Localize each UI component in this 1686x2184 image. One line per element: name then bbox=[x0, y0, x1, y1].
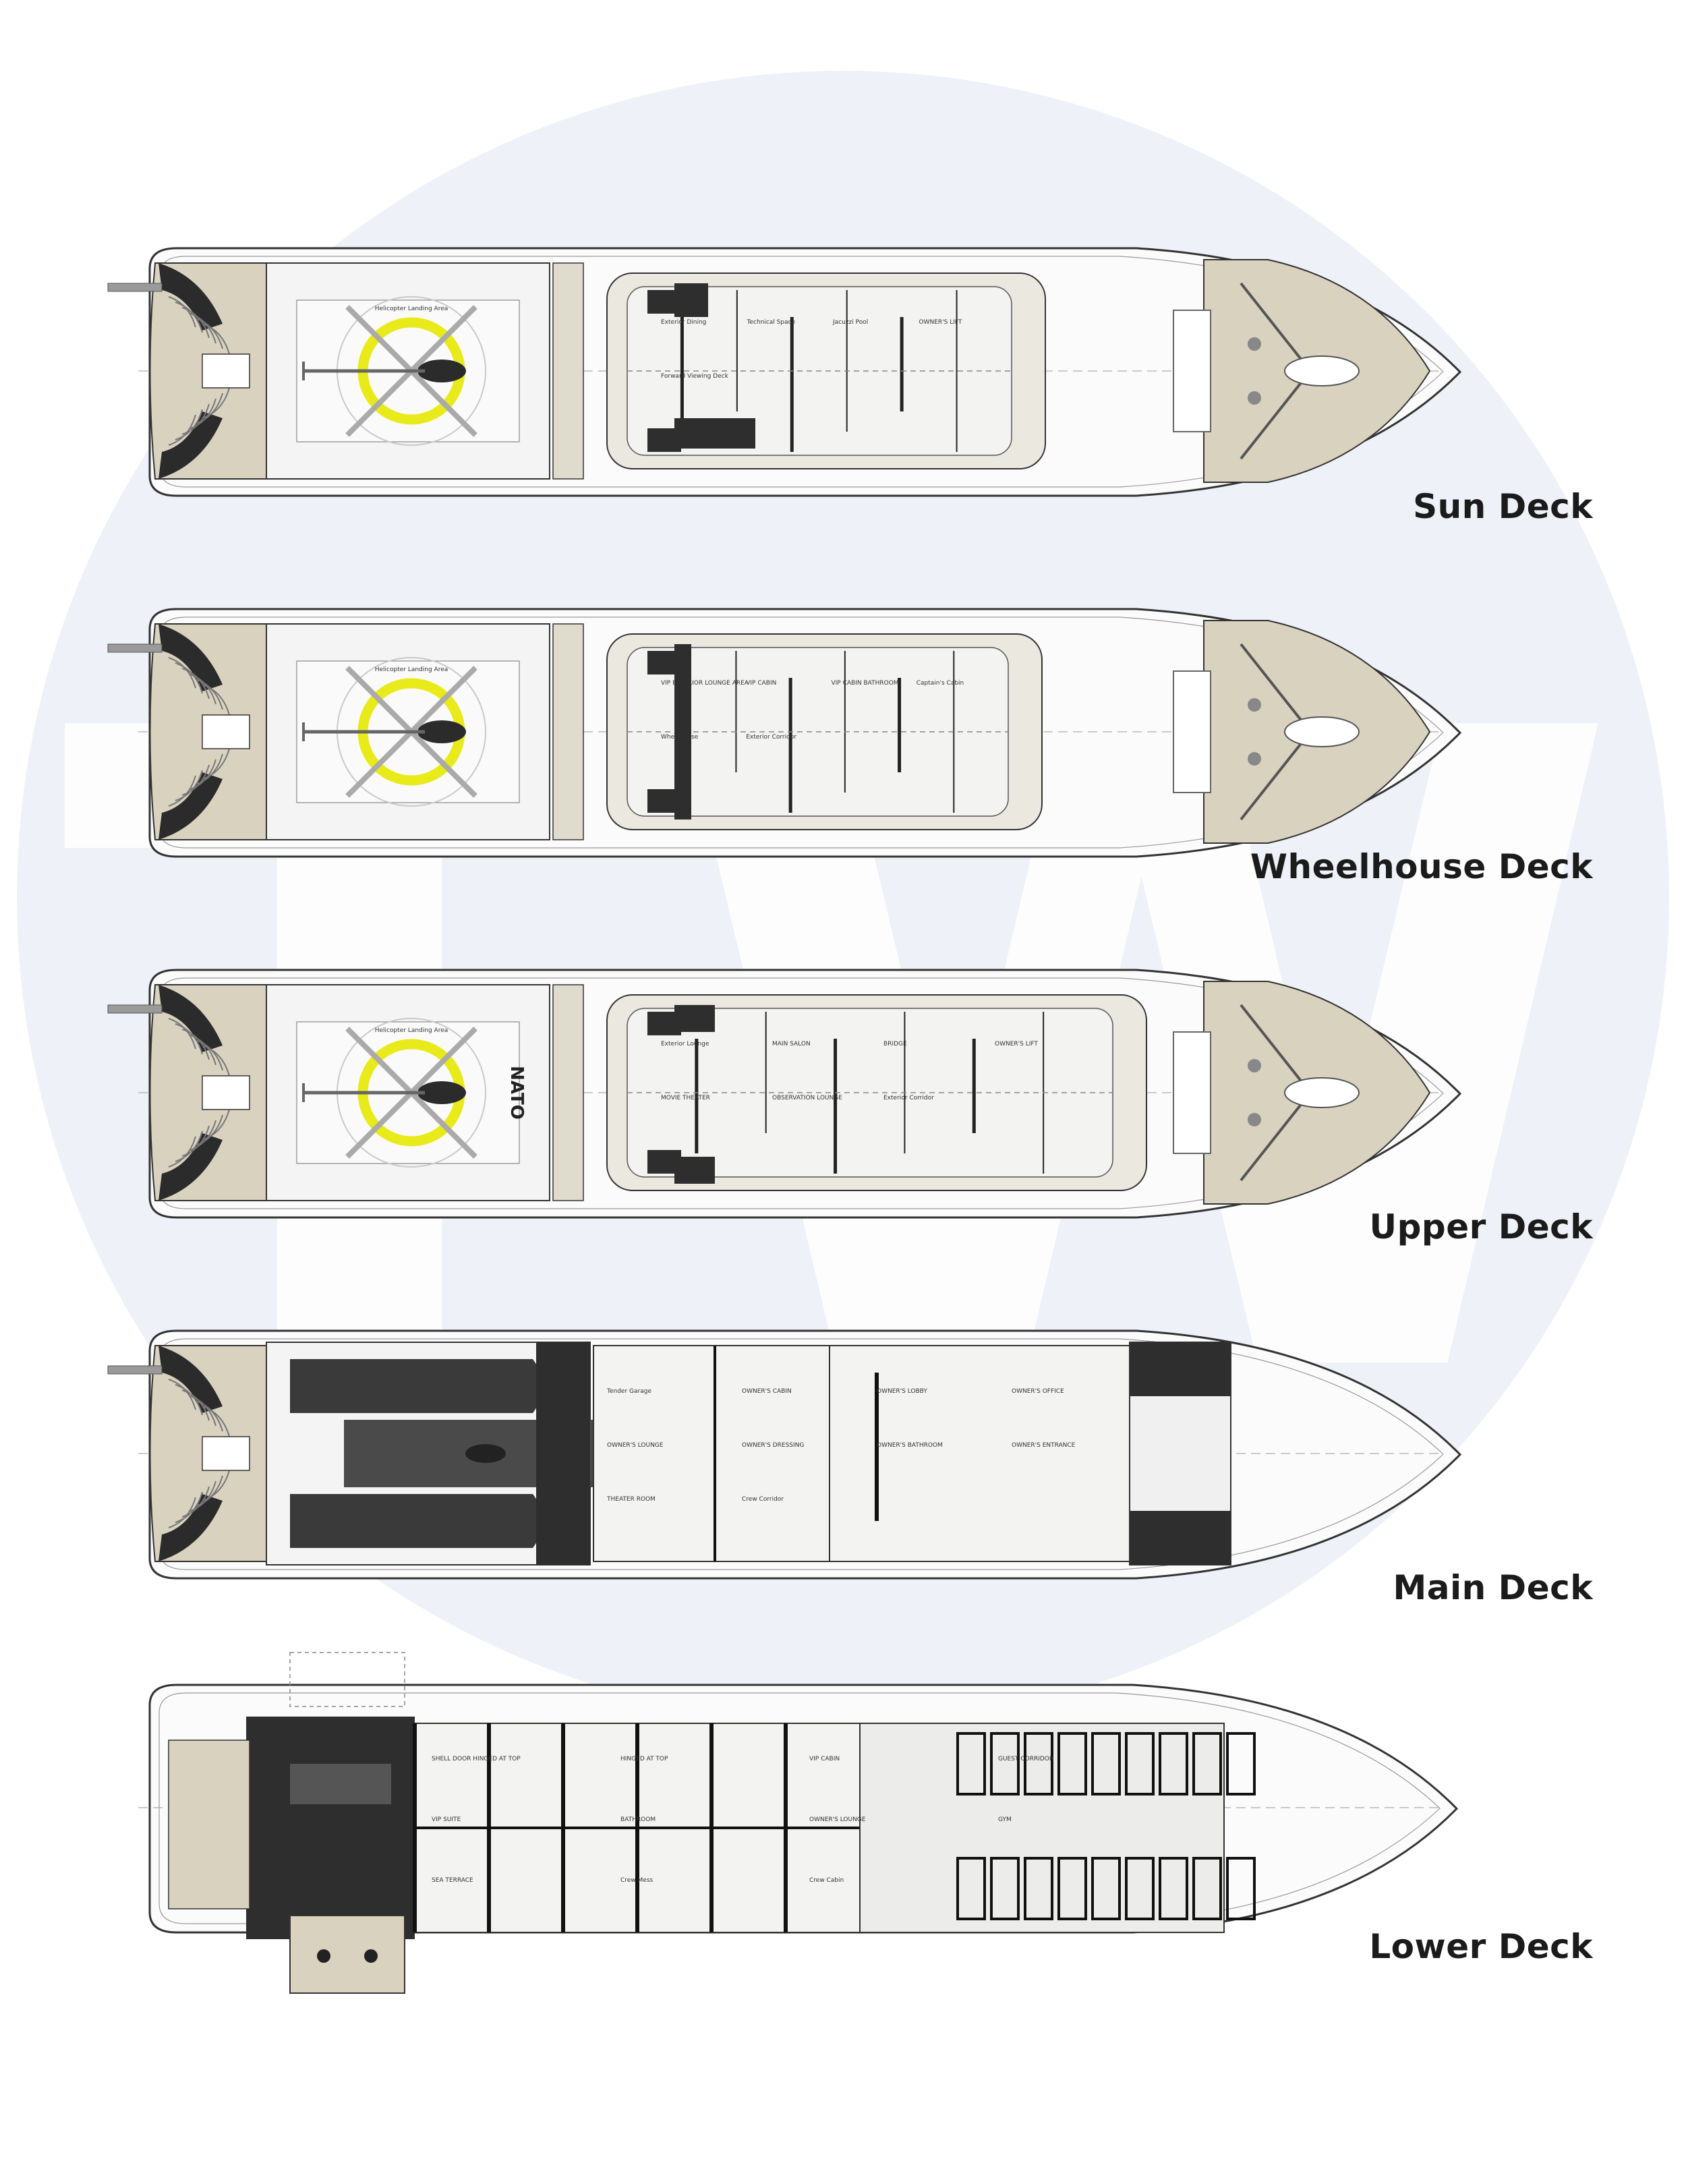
hull-inner-line bbox=[158, 977, 1444, 1209]
deck-main: Tender Garage OWNER'S CABIN OWNER'S LOBBY O… bbox=[0, 1292, 1686, 1651]
room-label: Helicopter Landing Area bbox=[375, 306, 448, 312]
room-label: Technical Space bbox=[747, 319, 796, 326]
stern-stair-dark bbox=[158, 772, 223, 840]
hull-inner-line bbox=[158, 616, 1444, 849]
room-label: OWNER'S LIFT bbox=[995, 1041, 1038, 1047]
room-label: OWNER'S OFFICE bbox=[1012, 1388, 1064, 1395]
deck-label-upper: Upper Deck bbox=[1369, 1207, 1593, 1246]
room-label: OWNER'S LOUNGE bbox=[607, 1442, 664, 1449]
stern-stair-dark bbox=[158, 411, 223, 479]
room-label: Helicopter Landing Area bbox=[375, 666, 448, 673]
helicopter-icon bbox=[417, 1081, 466, 1104]
room-label: OWNER'S LOBBY bbox=[877, 1388, 927, 1395]
room-label: GUEST CORRIDOR bbox=[998, 1756, 1053, 1762]
crew-area bbox=[859, 1723, 1225, 1933]
stern-stair-dark bbox=[158, 1133, 223, 1201]
deck-label-lower: Lower Deck bbox=[1369, 1927, 1593, 1966]
room-label: THEATER ROOM bbox=[606, 1496, 656, 1503]
deck-label-wheelhouse: Wheelhouse Deck bbox=[1250, 847, 1593, 886]
room-label: MOVIE THEATER bbox=[661, 1095, 710, 1101]
room-label: Tender Garage bbox=[606, 1388, 651, 1395]
room-label: Crew Mess bbox=[620, 1877, 653, 1884]
stern-stair-dark bbox=[158, 1346, 223, 1413]
tender-boat bbox=[290, 1494, 543, 1548]
room-label: Crew Corridor bbox=[742, 1496, 784, 1503]
room-label: OWNER'S CABIN bbox=[742, 1388, 792, 1395]
deck-label-main: Main Deck bbox=[1393, 1568, 1593, 1607]
room-label: VIP SUITE bbox=[432, 1816, 461, 1823]
helipad-marking: NATO bbox=[506, 1066, 527, 1120]
room-label: Forward Viewing Deck bbox=[661, 373, 729, 380]
room-label: GYM bbox=[998, 1816, 1012, 1823]
helicopter-icon bbox=[417, 720, 466, 743]
deck-label-sun: Sun Deck bbox=[1413, 487, 1593, 526]
room-label: OWNER'S BATHROOM bbox=[877, 1442, 943, 1449]
stern-stair-dark bbox=[158, 263, 223, 331]
room-label: HINGED AT TOP bbox=[620, 1756, 668, 1762]
room-label: OBSERVATION LOUNGE bbox=[772, 1095, 842, 1101]
owners-suite bbox=[593, 1345, 830, 1562]
room-label: BRIDGE bbox=[883, 1041, 907, 1047]
room-label: VIP CABIN bbox=[746, 680, 776, 687]
room-label: Jacuzzi Pool bbox=[832, 319, 868, 326]
room-label: Captain's Cabin bbox=[917, 680, 964, 687]
room-label: Crew Cabin bbox=[809, 1877, 844, 1884]
room-label: VIP CABIN bbox=[809, 1756, 840, 1762]
owners-lounge bbox=[829, 1345, 1130, 1562]
helicopter-icon bbox=[417, 360, 466, 382]
room-label: Exterior Corridor bbox=[746, 734, 796, 741]
hull-inner-line bbox=[158, 1338, 1444, 1570]
sea-terrace bbox=[289, 1915, 405, 1994]
room-label: OWNER'S DRESSING bbox=[742, 1442, 804, 1449]
room-label: SHELL DOOR HINGED AT TOP bbox=[432, 1756, 521, 1762]
room-label: Helicopter Landing Area bbox=[375, 1027, 448, 1034]
room-label: VIP CABIN BATHROOM bbox=[832, 680, 899, 687]
room-label: BATHROOM bbox=[620, 1816, 656, 1823]
deck-lower: SHELL DOOR HINGED AT TOP HINGED AT TOP VIP… bbox=[0, 1646, 1686, 2005]
jet-ski bbox=[1284, 716, 1360, 747]
room-label: Exterior Lounge bbox=[661, 1041, 709, 1047]
deck-plan-drawing: Tender Garage OWNER'S CABIN OWNER'S LOBBY O… bbox=[107, 1329, 1462, 1580]
engine-room bbox=[246, 1717, 415, 1939]
room-label: VIP EXTERIOR LOUNGE AREA bbox=[661, 680, 749, 687]
stern-stair-dark bbox=[158, 985, 223, 1052]
room-label: SEA TERRACE bbox=[432, 1877, 473, 1884]
room-label: OWNER'S ENTRANCE bbox=[1012, 1442, 1076, 1449]
room-label: OWNER'S LOUNGE bbox=[809, 1816, 866, 1823]
room-label: Exterior Dining bbox=[661, 319, 706, 326]
room-label: OWNER'S LIFT bbox=[919, 319, 962, 326]
jet-ski bbox=[1284, 355, 1360, 386]
shell-door bbox=[289, 1652, 405, 1707]
jet-ski bbox=[1284, 1077, 1360, 1108]
room-label: Exterior Corridor bbox=[883, 1095, 934, 1101]
room-label: MAIN SALON bbox=[772, 1041, 811, 1047]
stern-stair-dark bbox=[158, 624, 223, 691]
tender-boat bbox=[290, 1359, 543, 1413]
deck-plan-drawing: SHELL DOOR HINGED AT TOP HINGED AT TOP VIP… bbox=[138, 1652, 1459, 1994]
stern-stair-dark bbox=[158, 1494, 223, 1561]
hull-inner-line bbox=[158, 256, 1444, 488]
